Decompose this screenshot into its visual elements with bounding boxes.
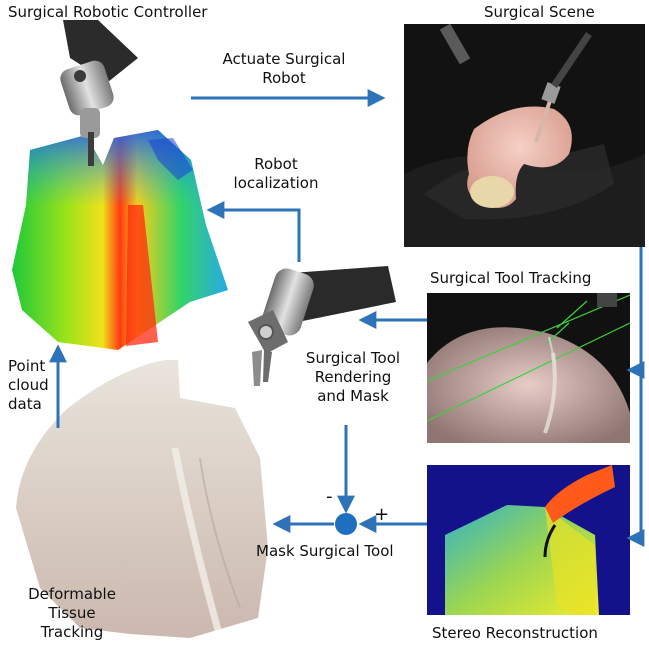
deformable-label-line-1: Deformable — [12, 585, 132, 604]
point-cloud-label-line-1: Point — [8, 357, 49, 376]
stereo-label: Stereo Reconstruction — [432, 624, 598, 643]
deformable-label-line-3: Tracking — [12, 623, 132, 642]
rendering-label-line-2: Rendering — [296, 368, 410, 387]
scene-label: Surgical Scene — [484, 3, 595, 22]
mask-node — [335, 513, 357, 535]
rendering-label-line-3: and Mask — [296, 387, 410, 406]
actuate-label-line-1: Actuate Surgical — [214, 50, 354, 69]
plus-sign: + — [374, 505, 389, 524]
point-cloud-label: Point cloud data — [8, 357, 49, 414]
mask-tool-label: Mask Surgical Tool — [256, 542, 394, 561]
controller-label: Surgical Robotic Controller — [8, 3, 207, 22]
deformable-label: Deformable Tissue Tracking — [12, 585, 132, 642]
point-cloud-label-line-3: data — [8, 395, 49, 414]
actuate-label: Actuate Surgical Robot — [214, 50, 354, 88]
rendering-label: Surgical Tool Rendering and Mask — [296, 349, 410, 406]
localization-label: Robot localization — [230, 155, 322, 193]
deformable-label-line-2: Tissue — [12, 604, 132, 623]
localization-arrow — [210, 210, 299, 262]
minus-sign: - — [326, 487, 333, 506]
actuate-label-line-2: Robot — [214, 69, 354, 88]
tool-tracking-label: Surgical Tool Tracking — [430, 269, 591, 288]
localization-label-line-1: Robot — [230, 155, 322, 174]
rendering-label-line-1: Surgical Tool — [296, 349, 410, 368]
point-cloud-label-line-2: cloud — [8, 376, 49, 395]
localization-label-line-2: localization — [230, 174, 322, 193]
